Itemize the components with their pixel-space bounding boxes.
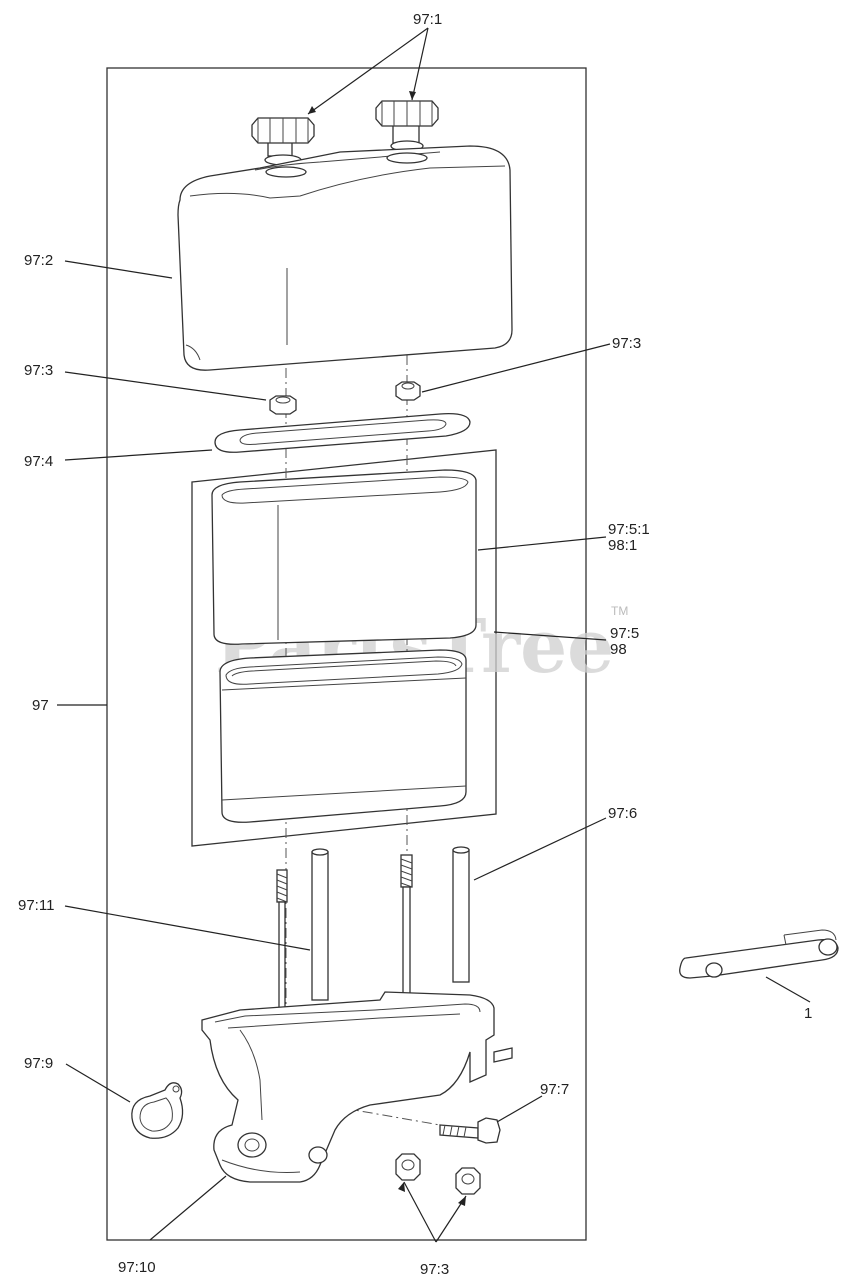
bolt <box>439 1117 501 1144</box>
gasket <box>214 413 471 453</box>
pre-cleaner <box>211 469 477 645</box>
paper-filter <box>219 649 467 823</box>
label-97-2: 97:2 <box>24 252 53 269</box>
spacer-tube-left <box>311 848 329 1001</box>
leader-lines <box>57 27 811 1243</box>
nut-top-left <box>269 395 297 415</box>
label-97-3-bottom: 97:3 <box>420 1261 449 1278</box>
label-97: 97 <box>32 697 49 714</box>
label-97-3-left: 97:3 <box>24 362 53 379</box>
nut-bottom-right <box>455 1167 481 1195</box>
label-97-9: 97:9 <box>24 1055 53 1072</box>
label-97-4: 97:4 <box>24 453 53 470</box>
nut-top-right <box>395 381 421 401</box>
label-98: 98 <box>610 641 627 658</box>
seal-gasket <box>131 1082 184 1139</box>
label-1: 1 <box>804 1005 812 1022</box>
label-97-5-1: 97:5:1 <box>608 521 650 538</box>
filter-kit-frame <box>191 449 497 847</box>
label-97-1: 97:1 <box>413 11 442 28</box>
nut-bottom-left <box>395 1153 421 1181</box>
tool-rod <box>679 929 839 979</box>
label-98-1: 98:1 <box>608 537 637 554</box>
assembly-frame <box>106 67 587 1241</box>
label-97-6: 97:6 <box>608 805 637 822</box>
label-97-3-right: 97:3 <box>612 335 641 352</box>
air-cleaner-base <box>201 991 513 1183</box>
air-cleaner-cover <box>177 145 513 371</box>
label-97-10: 97:10 <box>118 1259 156 1276</box>
label-97-5: 97:5 <box>610 625 639 642</box>
label-97-11: 97:11 <box>18 897 54 914</box>
knob-left <box>251 117 315 166</box>
watermark-trademark: TM <box>611 604 628 618</box>
spacer-tube-right <box>452 846 470 983</box>
label-97-7: 97:7 <box>540 1081 569 1098</box>
